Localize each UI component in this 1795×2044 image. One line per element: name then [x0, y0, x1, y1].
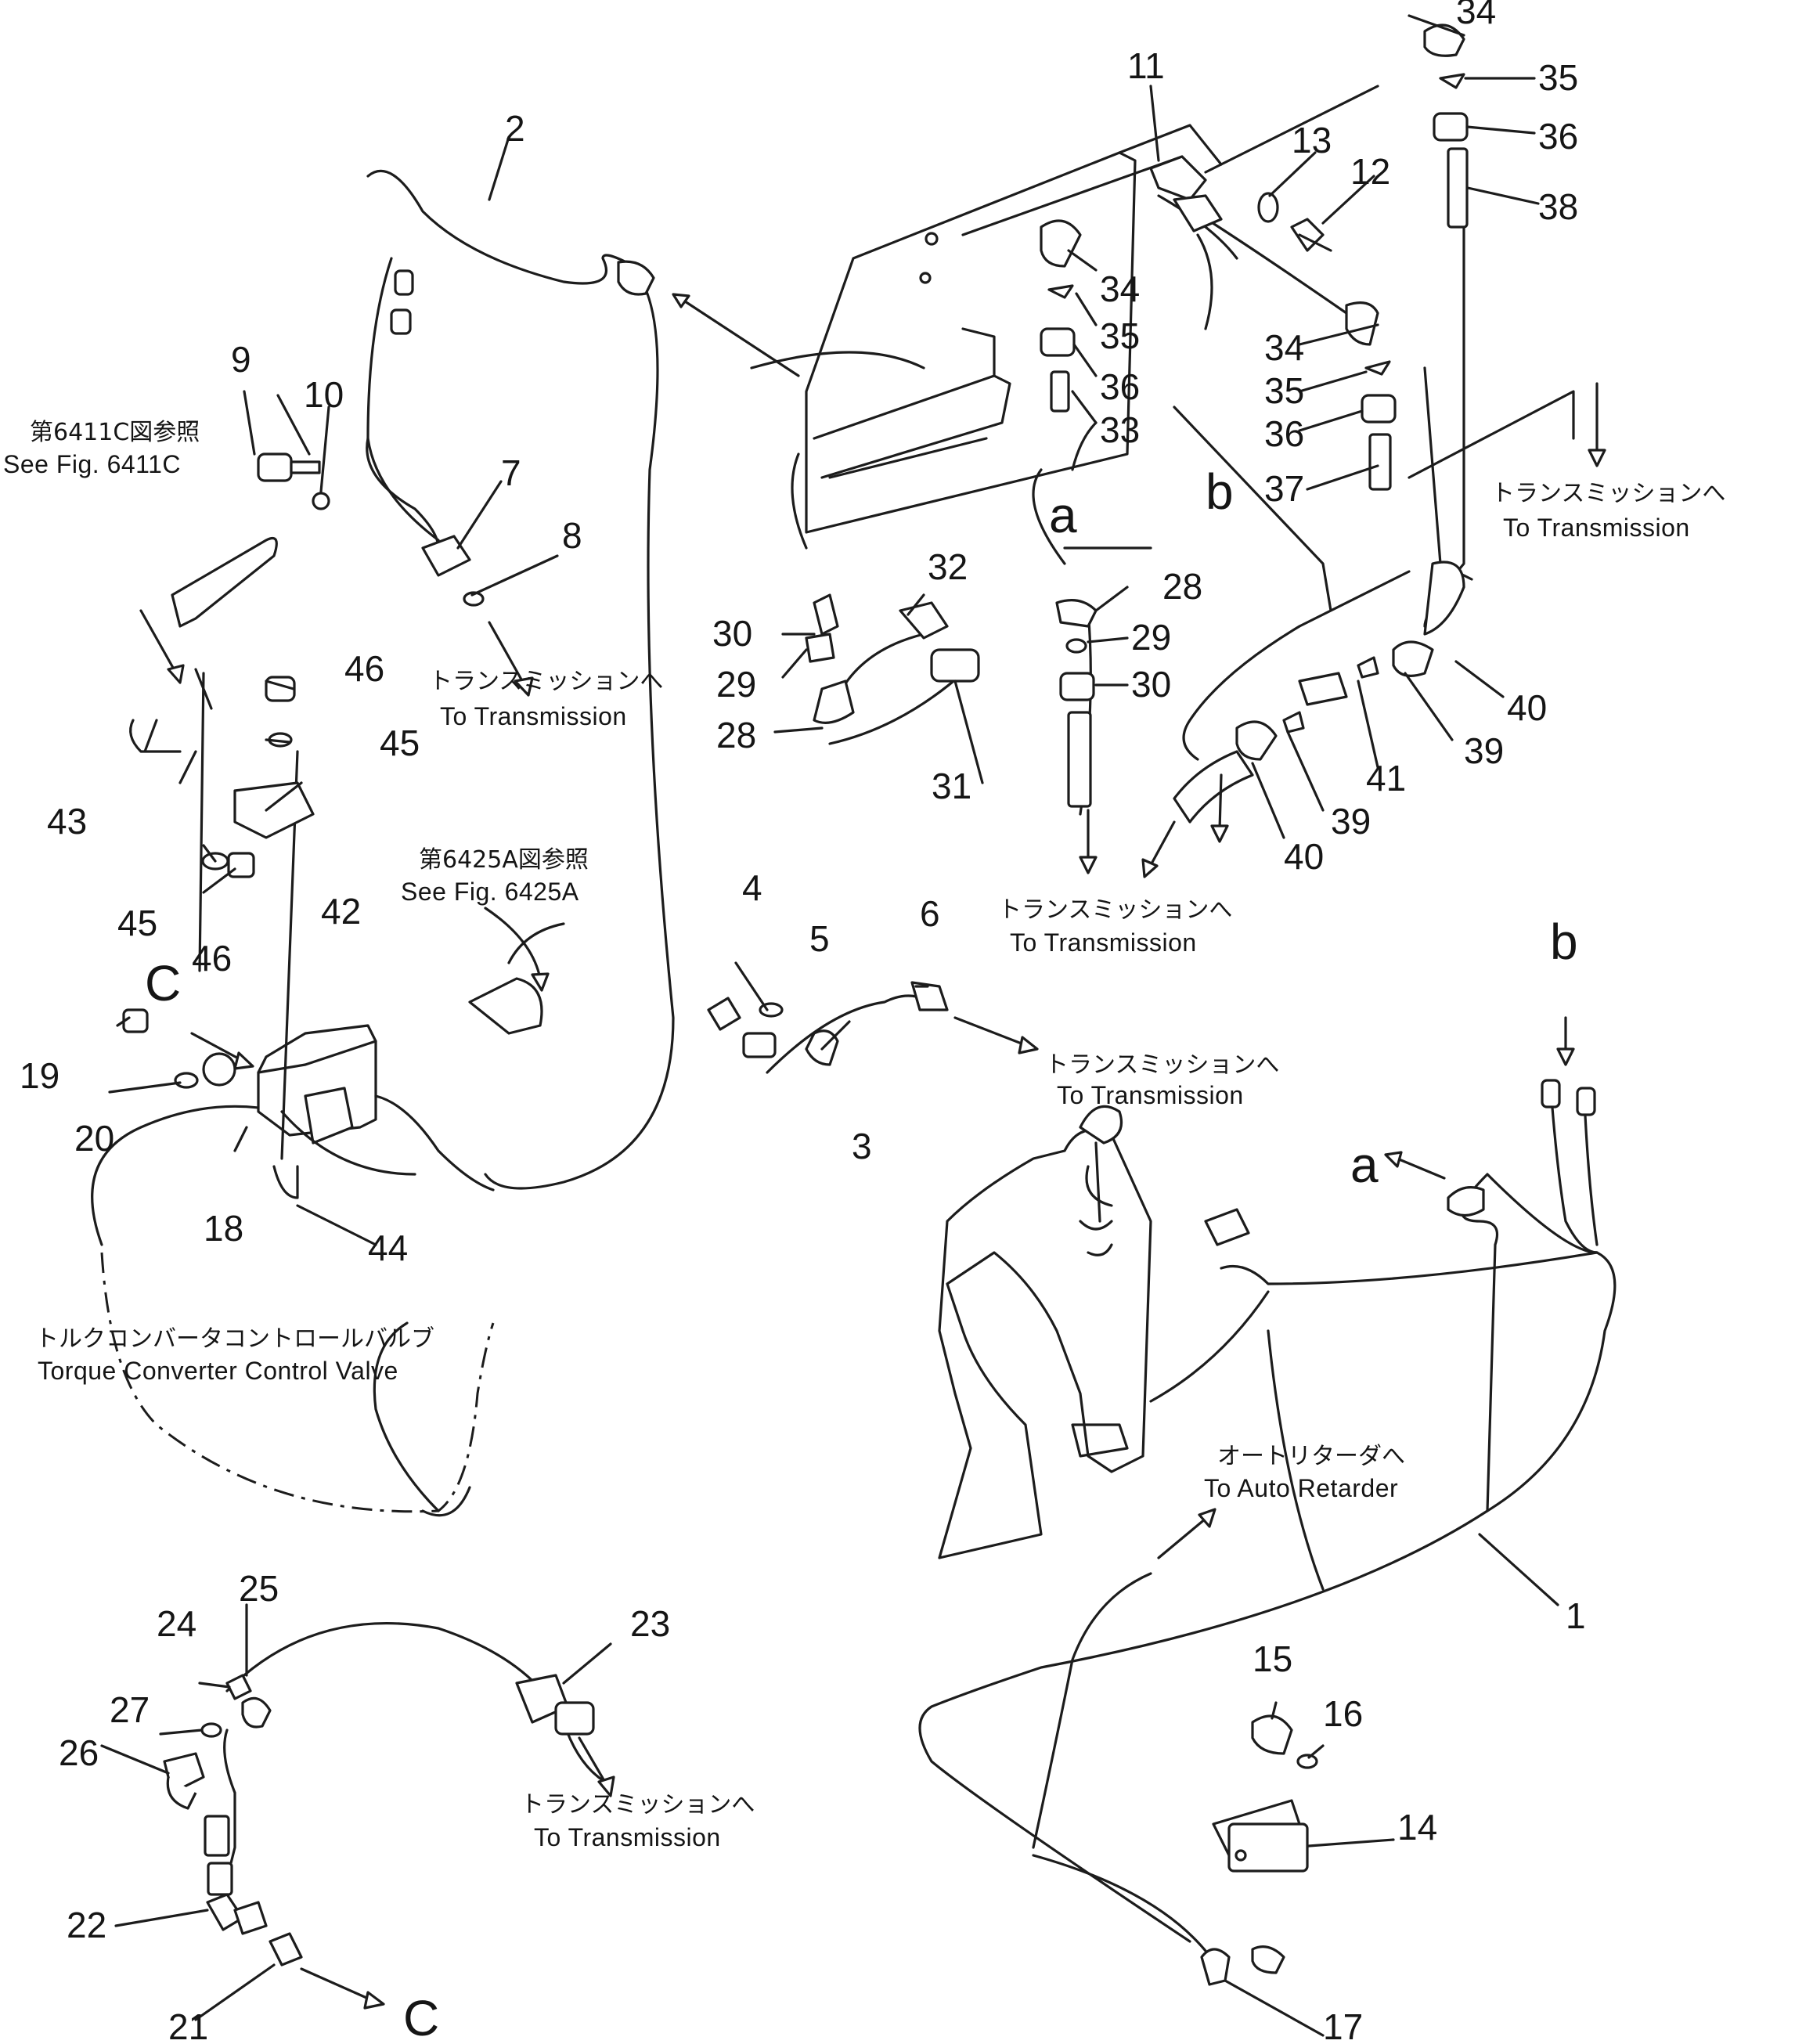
ref-letter-c: C — [403, 1990, 439, 2044]
to-transmission-en: To Transmission — [1010, 928, 1197, 957]
to-auto-retarder-en: To Auto Retarder — [1204, 1474, 1398, 1502]
part-label: 34 — [1264, 327, 1304, 368]
part-label: 42 — [321, 891, 361, 932]
torque-converter-label-jp: トルクコンバータコントロールバルブ — [35, 1325, 434, 1353]
part-label: 30 — [712, 613, 752, 654]
part-label: 45 — [380, 723, 420, 763]
arrows — [139, 293, 1606, 2010]
to-transmission-en: To Transmission — [534, 1823, 721, 1851]
reference-letters: a a b b C C — [145, 463, 1578, 2044]
leader-lines — [100, 14, 1559, 2037]
part-label: 39 — [1464, 730, 1504, 771]
part-label: 41 — [1366, 758, 1406, 798]
part-label: 29 — [716, 664, 756, 705]
part-label: 34 — [1100, 269, 1140, 309]
fig-6411c-ref-jp: 第6411C図参照 — [30, 419, 200, 446]
part-label: 38 — [1538, 186, 1578, 227]
fig-6425a-ref-jp: 第6425A図参照 — [419, 846, 589, 874]
harness-2 — [366, 169, 675, 1190]
to-transmission-en: To Transmission — [440, 702, 627, 730]
ref-letter-a: a — [1049, 487, 1077, 543]
torque-converter-label-en: Torque Converter Control Valve — [38, 1357, 398, 1385]
part-label: 23 — [630, 1603, 670, 1644]
part-label: 36 — [1264, 413, 1304, 454]
part-label: 20 — [74, 1118, 114, 1159]
to-transmission-en: To Transmission — [1503, 514, 1690, 542]
to-transmission-en: To Transmission — [1057, 1081, 1244, 1109]
part-label: 6 — [920, 893, 940, 934]
to-transmission-jp: トランスミッションへ — [521, 1791, 755, 1819]
fig-6411c-ref-en: See Fig. 6411C — [3, 450, 181, 478]
part-label: 46 — [192, 938, 232, 979]
control-valve-body — [257, 1024, 495, 1191]
torque-converter-housing — [91, 1105, 495, 1517]
harness-branch-7 — [366, 437, 440, 542]
part-label: 11 — [1127, 45, 1165, 86]
part-label: 12 — [1350, 151, 1390, 192]
part-label: 40 — [1507, 687, 1547, 728]
part-label: 45 — [117, 903, 157, 943]
part-number-labels: 1 2 3 4 5 6 7 8 9 10 11 12 13 14 15 16 1… — [20, 0, 1586, 2044]
part-label: 3 — [852, 1126, 872, 1166]
part-label: 36 — [1100, 366, 1140, 407]
part-label: 31 — [932, 766, 971, 806]
part-label: 14 — [1397, 1807, 1437, 1848]
ref-letter-a: a — [1350, 1137, 1379, 1193]
part-label: 29 — [1131, 617, 1171, 658]
ref-letter-b: b — [1550, 914, 1578, 970]
part-label: 28 — [716, 715, 756, 755]
part-label: 24 — [157, 1603, 196, 1644]
part-label: 10 — [304, 374, 344, 415]
part-label: 28 — [1162, 566, 1202, 607]
to-transmission-jp: トランスミッションへ — [1045, 1051, 1279, 1079]
part-label: 26 — [59, 1732, 99, 1773]
part-label: 7 — [501, 452, 521, 493]
part-label: 36 — [1538, 116, 1578, 157]
part-label: 15 — [1253, 1638, 1292, 1679]
part-label: 22 — [67, 1905, 106, 1945]
part-label: 21 — [168, 2006, 208, 2044]
to-transmission-jp: トランスミッションへ — [998, 896, 1232, 924]
to-auto-retarder-jp: オートリターダへ — [1217, 1443, 1405, 1470]
part-label: 2 — [505, 108, 525, 149]
component-outline — [122, 23, 1599, 1986]
part-label: 46 — [344, 648, 384, 689]
part-label: 17 — [1323, 2006, 1363, 2044]
part-label: 4 — [742, 867, 762, 908]
part-label: 33 — [1100, 409, 1140, 450]
part-label: 13 — [1292, 120, 1332, 160]
part-label: 34 — [1456, 0, 1496, 31]
part-label: 37 — [1264, 468, 1304, 509]
to-transmission-jp: トランスミッションへ — [429, 668, 663, 695]
ref-letter-b: b — [1206, 463, 1234, 520]
part-label: 35 — [1100, 315, 1140, 356]
part-label: 9 — [231, 339, 251, 380]
part-label: 40 — [1284, 836, 1324, 877]
part-label: 27 — [110, 1689, 150, 1730]
part-label: 18 — [204, 1208, 243, 1249]
part-label: 25 — [239, 1568, 279, 1609]
part-label: 19 — [20, 1055, 59, 1096]
harness-1 — [918, 1251, 1617, 1943]
part-label: 44 — [368, 1227, 408, 1268]
part-label: 43 — [47, 801, 87, 842]
part-label: 1 — [1566, 1595, 1586, 1636]
part-label: 35 — [1264, 370, 1304, 411]
part-label: 30 — [1131, 664, 1171, 705]
part-label: 8 — [562, 515, 582, 556]
part-label: 16 — [1323, 1693, 1363, 1734]
fig-6425a-ref-en: See Fig. 6425A — [401, 878, 579, 906]
part-label: 5 — [809, 918, 830, 959]
callout-text: 第6411C図参照 See Fig. 6411C 第6425A図参照 See F… — [3, 419, 1725, 1851]
part-label: 39 — [1331, 801, 1371, 842]
shift-lever-assembly — [938, 1105, 1152, 1559]
bracket-plate — [805, 124, 1223, 534]
part-label: 35 — [1538, 57, 1578, 98]
to-transmission-jp: トランスミッションへ — [1491, 480, 1725, 507]
part-label: 32 — [928, 546, 968, 587]
ref-letter-c: C — [145, 955, 181, 1011]
